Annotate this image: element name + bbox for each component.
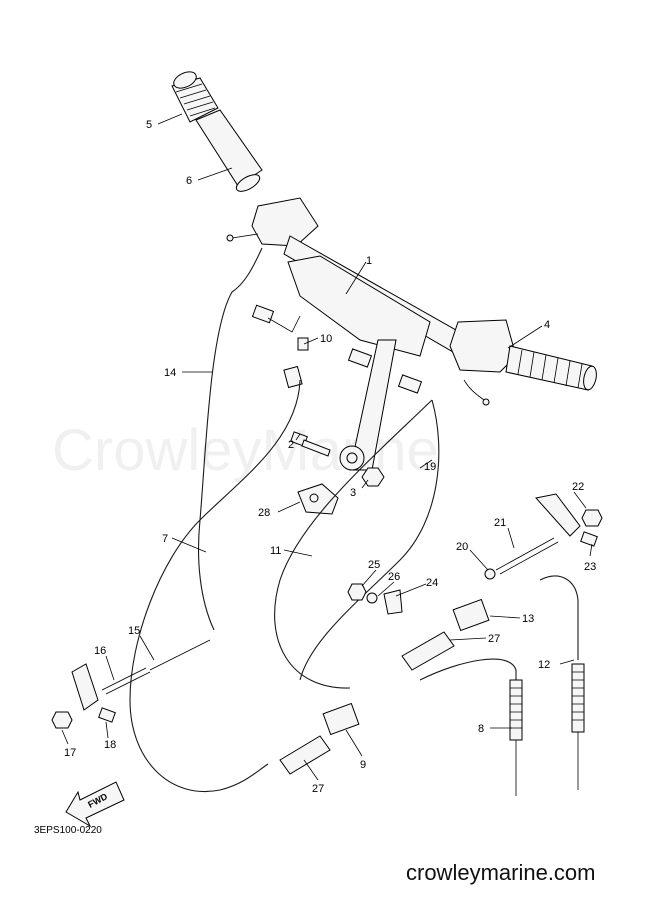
callout-9: 9 (360, 759, 366, 771)
callout-26: 26 (388, 571, 400, 583)
callout-14: 14 (164, 367, 176, 379)
callout-10: 10 (320, 333, 332, 345)
leader-lines (61, 113, 593, 781)
callout-17: 17 (64, 747, 76, 759)
handlebar-assembly (171, 71, 597, 471)
cable-guide-bracket (251, 304, 309, 389)
fwd-arrow-icon: FWD (65, 781, 125, 828)
callout-24: 24 (426, 577, 438, 589)
callout-13: 13 (522, 613, 534, 625)
right-switch-housing (449, 319, 517, 373)
right-grip (505, 345, 597, 391)
column-bracket (347, 348, 373, 368)
callout-25: 25 (368, 559, 380, 571)
callout-20: 20 (456, 541, 468, 553)
callout-12: 12 (538, 659, 550, 671)
callout-6: 6 (186, 175, 192, 187)
callout-1: 1 (366, 255, 372, 267)
callout-19: 19 (424, 461, 436, 473)
callout-27-top: 27 (488, 633, 500, 645)
callout-16: 16 (94, 645, 106, 657)
callout-21: 21 (494, 517, 506, 529)
site-url[interactable]: crowleymarine.com (406, 860, 596, 885)
callouts: 5 6 1 4 10 14 2 3 28 19 7 11 22 21 20 23… (64, 119, 596, 795)
callout-11: 11 (270, 545, 281, 557)
nut (361, 467, 385, 487)
callout-28: 28 (258, 507, 270, 519)
callout-18: 18 (104, 739, 116, 751)
left-switch-housing (251, 197, 319, 247)
callout-5: 5 (146, 119, 152, 131)
callout-3: 3 (350, 487, 356, 499)
callout-22: 22 (572, 481, 584, 493)
handle-crown (287, 255, 431, 357)
cable-adjusters (51, 493, 603, 775)
cables (129, 247, 579, 796)
callout-7: 7 (162, 533, 168, 545)
callout-15: 15 (128, 625, 140, 637)
callout-2: 2 (288, 439, 294, 451)
left-grip (171, 71, 219, 123)
bar-sleeve (195, 109, 263, 187)
callout-4: 4 (544, 319, 550, 331)
callout-27-bottom: 27 (312, 783, 324, 795)
diagram-code: 3EPS100-0220 (34, 825, 102, 836)
callout-8: 8 (478, 723, 484, 735)
callout-23: 23 (584, 561, 596, 573)
bolt (290, 431, 331, 457)
